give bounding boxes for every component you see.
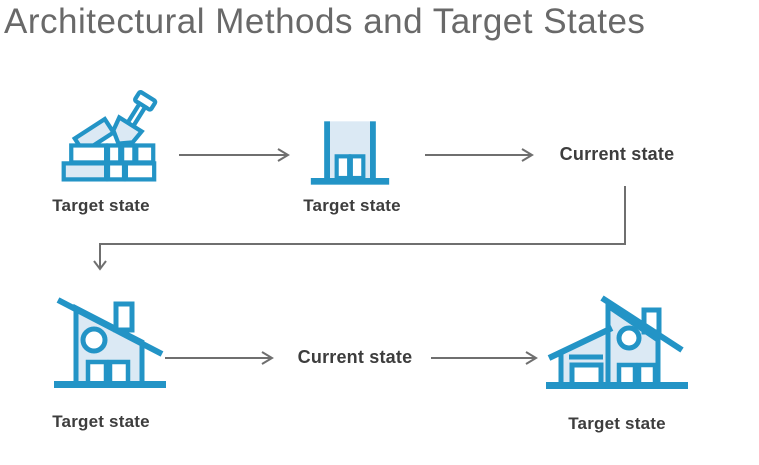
current-state-label: Current state — [297, 347, 413, 367]
flow-arrow-icon — [425, 148, 534, 162]
house-icon — [54, 284, 166, 398]
flow-arrow-icon — [165, 351, 274, 365]
foundation-icon — [308, 118, 392, 188]
flow-arrow-icon — [179, 148, 290, 162]
bricks-shovel-svg — [61, 90, 158, 182]
node-label: Target state — [568, 414, 666, 433]
current-state-label: Current state — [559, 144, 675, 164]
node-label: Target state — [52, 196, 150, 215]
house-svg — [54, 297, 166, 388]
slide-title: Architectural Methods and Target States — [4, 2, 646, 41]
connector-arrow-icon — [93, 186, 626, 271]
node-label: Target state — [52, 412, 150, 431]
node-label: Target state — [303, 196, 401, 215]
finished-house-svg — [546, 295, 688, 389]
bricks-shovel-icon — [56, 88, 160, 186]
finished-house-icon — [546, 288, 688, 400]
foundation-svg — [310, 121, 390, 185]
flow-arrow-icon — [431, 351, 538, 365]
